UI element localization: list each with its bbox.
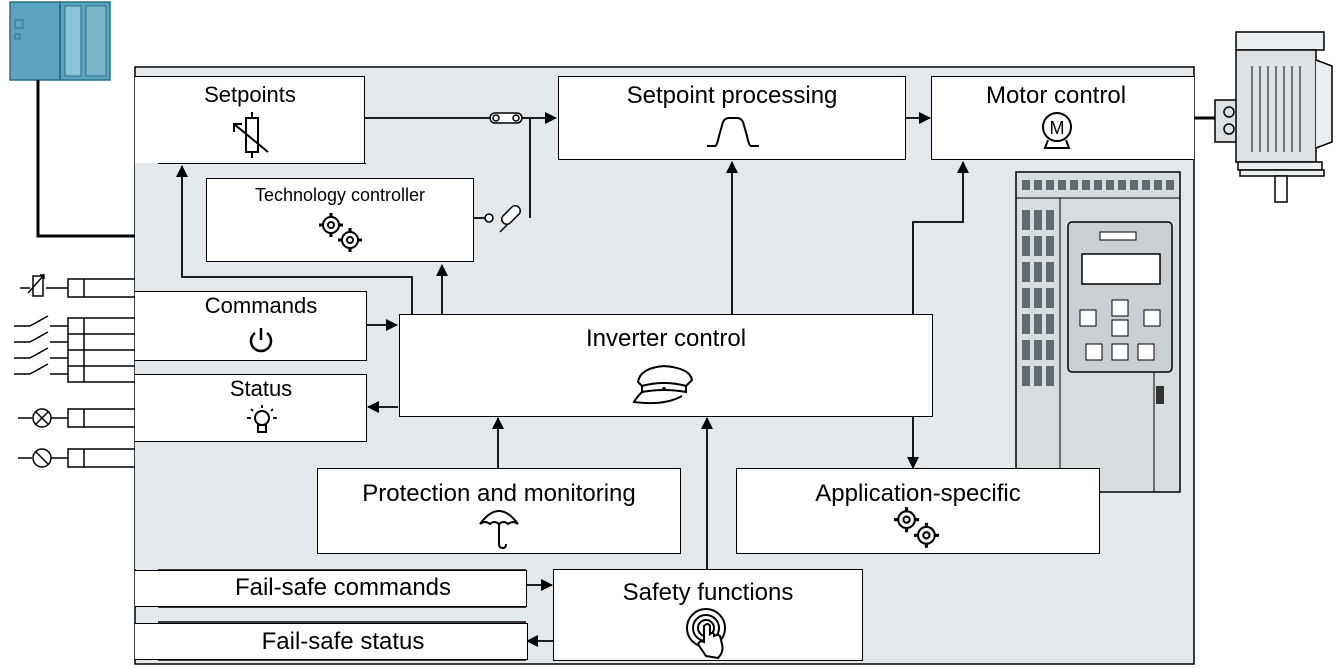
technology-controller-block <box>206 178 474 262</box>
plc-connection-line <box>36 80 135 238</box>
failsafe-status-block <box>135 623 528 660</box>
rail-gap-2 <box>135 361 158 374</box>
setpoints-label: Setpoints <box>204 82 296 107</box>
ramp-profile-icon <box>707 117 759 147</box>
rail-gap-3 <box>135 442 158 569</box>
setpoints-divider <box>158 163 366 164</box>
captain-hat-icon <box>632 364 694 405</box>
io-symbols <box>14 274 68 468</box>
setpoint-selector-switch <box>484 112 523 233</box>
motor-icon: M <box>1042 112 1072 149</box>
commands-label: Commands <box>204 293 318 318</box>
setpoint-processing-label: Setpoint processing <box>626 82 838 109</box>
signal-lines <box>176 112 969 647</box>
protection-monitoring-label: Protection and monitoring <box>362 480 636 507</box>
gears-icon-application <box>894 507 939 548</box>
safety-functions-label: Safety functions <box>622 579 794 606</box>
power-icon <box>249 328 273 353</box>
plc-device <box>9 1 111 81</box>
setpoint-processing-block <box>558 76 906 160</box>
rail-gap-4 <box>136 607 158 622</box>
application-specific-label: Application-specific <box>815 480 1021 507</box>
io-connectors <box>67 278 136 468</box>
rail-gap-1 <box>135 163 158 291</box>
inverter-device <box>1015 171 1181 493</box>
motor-device <box>1194 31 1333 203</box>
svg-text:M: M <box>1050 118 1065 138</box>
umbrella-icon <box>479 510 519 550</box>
status-block <box>135 374 367 442</box>
failsafe-commands-block <box>135 570 527 607</box>
potentiometer-icon <box>233 112 269 158</box>
motor-control-label: Motor control <box>985 82 1127 109</box>
commands-block <box>135 291 367 361</box>
inverter-control-label: Inverter control <box>585 325 747 352</box>
technology-controller-label: Technology controller <box>254 185 426 205</box>
motor-control-block <box>931 76 1194 160</box>
application-specific-block <box>736 468 1100 554</box>
push-button-icon <box>686 608 726 660</box>
gears-icon <box>319 213 362 252</box>
failsafe-commands-label: Fail-safe commands <box>234 574 452 601</box>
lamp-icon <box>247 405 277 433</box>
failsafe-status-label: Fail-safe status <box>261 628 425 655</box>
status-label: Status <box>229 376 293 401</box>
